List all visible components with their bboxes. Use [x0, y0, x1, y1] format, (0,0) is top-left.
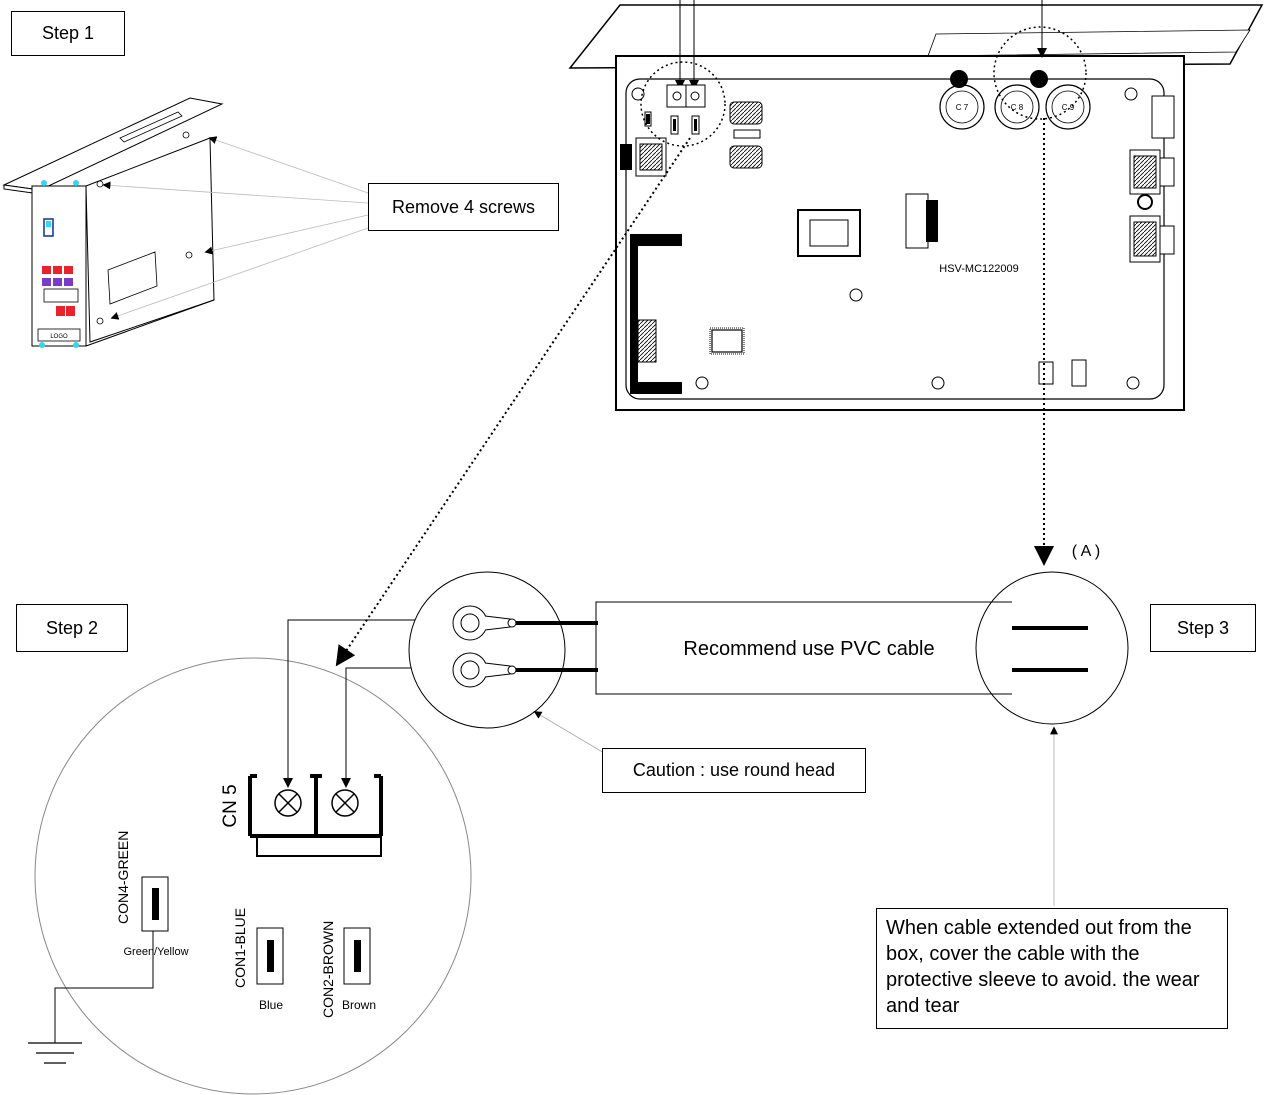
sleeve-note: When cable extended out from the box, co… — [876, 908, 1228, 1029]
device-logo: LOGO — [50, 334, 68, 340]
step-1-label: Step 1 — [11, 11, 125, 56]
logo-plate — [37, 328, 81, 342]
caution-callout: Caution : use round head — [602, 748, 866, 793]
cn5-label: CN 5 — [220, 784, 241, 827]
con1-color: Blue — [259, 998, 283, 1012]
cap-c8-label: C 8 — [1011, 103, 1024, 112]
cable-exit-highlight — [993, 26, 1087, 120]
con1-label: CON1-BLUE — [232, 908, 248, 988]
ground-icon — [28, 1042, 82, 1064]
board-model-label: HSV-MC122009 — [939, 263, 1019, 275]
cn5-highlight — [640, 61, 726, 147]
remove-screws-callout: Remove 4 screws — [368, 183, 559, 231]
screw-pointer-lines — [102, 136, 369, 320]
cable-label: Recommend use PVC cable — [683, 638, 934, 660]
capacitors: C 7 C 8 C 9 — [939, 84, 1091, 130]
cn5-zoom-arrow — [335, 137, 691, 667]
cap-c7-label: C 7 — [956, 103, 969, 112]
ring-terminal-bottom — [452, 652, 598, 688]
con2-color: Brown — [342, 998, 376, 1012]
front-indicators — [42, 266, 79, 316]
step-2-label: Step 2 — [16, 604, 128, 652]
ring-terminal-top — [452, 605, 598, 641]
ring-terminal-zoom — [408, 571, 566, 729]
cable-end-zoom — [975, 571, 1129, 725]
device-enclosure: LOGO — [2, 97, 224, 348]
pvc-cable: Recommend use PVC cable — [408, 571, 1129, 729]
cap-c9-label: C 9 — [1062, 103, 1075, 112]
power-switch — [43, 218, 54, 237]
step-3-label: Step 3 — [1150, 604, 1256, 652]
con4-color: Green/Yellow — [123, 946, 188, 958]
point-a-label: ( A ) — [1072, 543, 1100, 560]
con2-label: CON2-BROWN — [320, 921, 336, 1018]
circuit-board: C 7 C 8 C 9 HSV-MC122009 — [568, 0, 1264, 411]
terminal-zoom: CN 5 CON4-GREEN Green/Yellow CON1-BLUE B… — [28, 619, 472, 1095]
con4-label: CON4-GREEN — [115, 831, 131, 924]
